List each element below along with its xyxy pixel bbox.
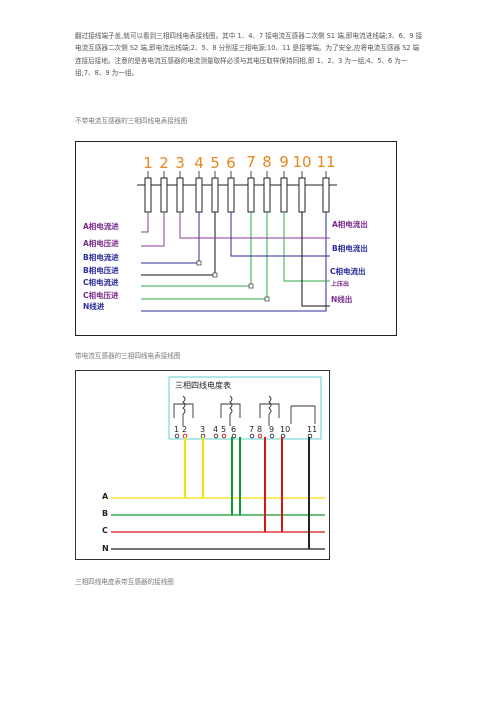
- phase-labels: A B C N: [102, 492, 109, 553]
- label-n-out: N线出: [331, 294, 352, 304]
- terminal-slot: [195, 177, 203, 213]
- meter-wiring-diagram-with-ct: 三相四线电度表 1 2 3 4 5 6 7 8 9 10 11 A B C N: [75, 370, 330, 560]
- label-c-voltage-in: C相电压进: [83, 290, 119, 300]
- coil-lead: [173, 403, 194, 426]
- terminal-slot: [322, 177, 330, 213]
- phase-label-b: B: [102, 509, 108, 518]
- terminal-number: 11: [307, 425, 317, 434]
- terminal-slot: [247, 177, 255, 213]
- wire: [141, 212, 165, 247]
- terminal-number: 9: [269, 425, 274, 434]
- wire: [230, 212, 330, 257]
- terminal-number: 4: [194, 154, 204, 172]
- label-b-voltage-in: B相电压进: [83, 265, 119, 275]
- terminal-slot: [211, 177, 219, 213]
- terminal-block: [144, 171, 330, 213]
- terminal-slot: [176, 177, 184, 213]
- caption-figure-1: 不带电流互感器的三相四线电表接线图: [75, 117, 188, 125]
- terminal-number: 2: [159, 154, 169, 172]
- terminal-number: 7: [249, 425, 254, 434]
- wire: [301, 212, 330, 307]
- terminal-number: 2: [182, 425, 187, 434]
- intro-paragraph: 翻过接线端子盖,就可以看到三相四线电表接线图。其中 1、4、7 接电流互感器二次…: [75, 32, 423, 78]
- phase-wires: [111, 437, 325, 550]
- terminal-number: 10: [280, 425, 290, 434]
- phase-label-a: A: [102, 492, 109, 501]
- terminal-number: 3: [200, 425, 205, 434]
- coil-lead: [259, 403, 280, 426]
- phase-label-n: N: [102, 544, 109, 553]
- voltage-coil: [182, 395, 186, 415]
- terminal-point: [269, 433, 275, 439]
- terminal-number: 8: [262, 153, 272, 171]
- terminal-number: 1: [143, 154, 153, 172]
- left-labels: A相电流进 A相电压进 B相电流进 B相电压进 C相电流进 C相电压进 N线进: [83, 221, 119, 311]
- terminal-number: 5: [221, 425, 226, 434]
- terminal-number: 11: [316, 153, 335, 171]
- wire: [141, 212, 327, 312]
- terminal-number: 7: [246, 153, 256, 171]
- label-c-current-out: C相电流出: [330, 266, 366, 276]
- label-a-current-out: A相电流出: [332, 219, 368, 229]
- coil-lead: [220, 403, 241, 426]
- label-b-current-out: B相电流出: [332, 243, 368, 253]
- label-b-current-in: B相电流进: [83, 252, 119, 262]
- wire: [179, 212, 330, 239]
- terminal-slot: [160, 177, 168, 213]
- meter-coils: [173, 395, 316, 439]
- terminal-point: [221, 433, 227, 439]
- terminal-point: [213, 433, 219, 439]
- terminal-numbers: 1 2 3 4 5 6 7 8 9 10 11: [174, 425, 317, 434]
- label-voltage-out: 上压出: [331, 280, 349, 288]
- wire: [141, 212, 149, 233]
- voltage-coil: [268, 395, 272, 415]
- wires: [141, 212, 330, 312]
- terminal-slot: [227, 177, 235, 213]
- label-n-in: N线进: [83, 301, 105, 311]
- terminal-point: [174, 433, 180, 439]
- terminal-slot: [144, 177, 152, 213]
- terminal-point: [249, 433, 255, 439]
- terminal-slot: [280, 177, 288, 213]
- neutral-lead: [290, 405, 316, 424]
- terminal-number: 9: [279, 153, 289, 171]
- caption-figure-3: 三相四线电度表带互感器的接线图: [75, 578, 174, 586]
- terminal-number: 6: [226, 154, 236, 172]
- caption-figure-2: 带电流互感器的三相四线电表接线图: [75, 352, 181, 360]
- phase-label-c: C: [102, 526, 108, 535]
- terminal-point: [257, 433, 263, 439]
- terminal-number: 6: [231, 425, 236, 434]
- junction-marker: [212, 272, 218, 278]
- terminal-number: 4: [213, 425, 218, 434]
- meter-wiring-diagram-without-ct: 1 2 3 4 5 6 7 8 9 10 11 A相电流进 A相电压进 B相电流…: [75, 141, 397, 336]
- terminal-numbers: 1 2 3 4 5 6 7 8 9 10 11: [143, 153, 335, 172]
- label-a-current-in: A相电流进: [83, 221, 119, 231]
- meter-title: 三相四线电度表: [175, 380, 231, 390]
- terminal-number: 10: [292, 153, 311, 171]
- terminal-number: 5: [210, 154, 220, 172]
- terminal-point: [231, 433, 237, 439]
- junction-marker: [248, 283, 254, 289]
- label-a-voltage-in: A相电压进: [83, 238, 119, 248]
- right-labels: A相电流出 B相电流出 C相电流出 上压出 N线出: [330, 219, 368, 304]
- terminal-number: 3: [175, 154, 185, 172]
- terminal-slot: [263, 177, 271, 213]
- meter-box: [168, 376, 322, 440]
- terminal-slot: [298, 177, 306, 213]
- wire: [283, 212, 330, 282]
- voltage-coil: [229, 395, 233, 415]
- junction-marker: [196, 260, 202, 266]
- label-c-current-in: C相电流进: [83, 277, 119, 287]
- terminal-number: 8: [257, 425, 262, 434]
- terminal-number: 1: [174, 425, 179, 434]
- junction-marker: [264, 296, 270, 302]
